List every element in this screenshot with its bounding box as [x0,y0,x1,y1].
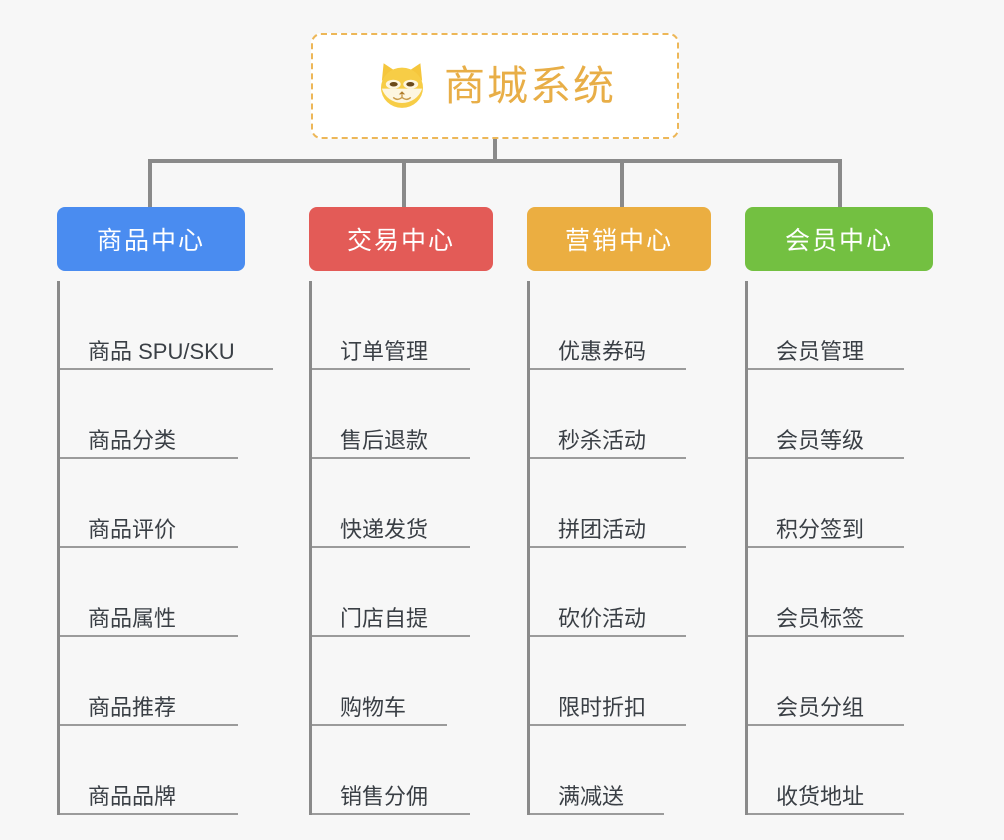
leaf-underline [530,546,686,548]
shiba-dog-icon [374,58,430,114]
category-header-member[interactable]: 会员中心 [745,207,933,271]
leaf-underline [530,457,686,459]
list-item[interactable]: 优惠券码 [530,281,711,370]
leaf-underline [312,546,470,548]
list-item[interactable]: 购物车 [312,637,493,726]
list-item[interactable]: 秒杀活动 [530,370,711,459]
list-item[interactable]: 订单管理 [312,281,493,370]
category-header-label: 商品中心 [96,227,205,255]
list-item[interactable]: 商品 SPU/SKU [60,281,273,370]
list-item[interactable]: 门店自提 [312,548,493,637]
leaf-label: 限时折扣 [558,694,647,720]
branch-list-marketing: 优惠券码 秒杀活动 拼团活动 砍价活动 限时折扣 [527,281,711,815]
list-item[interactable]: 拼团活动 [530,459,711,548]
leaf-underline [312,368,470,370]
leaf-label: 商品 SPU/SKU [88,338,235,364]
list-item[interactable]: 商品推荐 [60,637,245,726]
list-item[interactable]: 销售分佣 [312,726,493,815]
category-header-trade[interactable]: 交易中心 [309,207,493,271]
list-item[interactable]: 会员标签 [748,548,933,637]
branch-list-member: 会员管理 会员等级 积分签到 会员标签 会员分组 [745,281,933,815]
leaf-underline [312,635,470,637]
leaf-underline [60,457,238,459]
leaf-label: 砍价活动 [558,605,647,631]
leaf-underline [312,457,470,459]
leaf-label: 订单管理 [340,338,429,364]
leaf-underline [312,813,470,815]
leaf-underline [748,457,904,459]
category-header-label: 会员中心 [784,227,893,255]
leaf-underline [530,724,686,726]
leaf-underline [748,724,904,726]
list-item[interactable]: 商品分类 [60,370,245,459]
leaf-label: 商品评价 [88,516,177,542]
list-item[interactable]: 商品属性 [60,548,245,637]
list-item[interactable]: 会员管理 [748,281,933,370]
category-column-trade: 交易中心 订单管理 售后退款 快递发货 门店自提 [309,207,493,815]
connector-stem [493,139,497,162]
leaf-label: 门店自提 [340,605,429,631]
leaf-label: 销售分佣 [340,783,429,809]
connector-drop-4 [838,159,842,209]
leaf-underline [530,635,686,637]
list-item[interactable]: 快递发货 [312,459,493,548]
leaf-label: 拼团活动 [558,516,647,542]
leaf-label: 优惠券码 [558,338,647,364]
leaf-label: 商品品牌 [88,783,177,809]
leaf-label: 会员等级 [776,427,865,453]
leaf-label: 积分签到 [776,516,865,542]
leaf-label: 收货地址 [776,783,865,809]
list-item[interactable]: 商品评价 [60,459,245,548]
connector-drop-3 [620,159,624,209]
list-item[interactable]: 积分签到 [748,459,933,548]
leaf-label: 商品推荐 [88,694,177,720]
leaf-label: 商品分类 [88,427,177,453]
list-item[interactable]: 满减送 [530,726,711,815]
branch-list-product: 商品 SPU/SKU 商品分类 商品评价 商品属性 商品推荐 [57,281,273,815]
connector-drop-2 [402,159,406,209]
category-column-marketing: 营销中心 优惠券码 秒杀活动 拼团活动 砍价活动 [527,207,711,815]
list-item[interactable]: 限时折扣 [530,637,711,726]
branch-list-trade: 订单管理 售后退款 快递发货 门店自提 购物车 [309,281,493,815]
leaf-label: 售后退款 [340,427,429,453]
leaf-label: 会员标签 [776,605,865,631]
leaf-label: 购物车 [340,694,407,720]
leaf-label: 商品属性 [88,605,177,631]
root-title: 商城系统 [444,62,616,109]
list-item[interactable]: 砍价活动 [530,548,711,637]
connector-horizontal-bar [148,159,840,163]
category-header-marketing[interactable]: 营销中心 [527,207,711,271]
category-column-product: 商品中心 商品 SPU/SKU 商品分类 商品评价 商品属性 [57,207,273,815]
list-item[interactable]: 会员分组 [748,637,933,726]
leaf-underline [60,813,238,815]
root-node-card[interactable]: 商城系统 [311,33,679,139]
connector-drop-1 [148,159,152,209]
leaf-underline [530,368,686,370]
leaf-underline [60,724,238,726]
leaf-label: 快递发货 [340,516,429,542]
leaf-underline [60,368,273,370]
leaf-label: 秒杀活动 [558,427,647,453]
list-item[interactable]: 售后退款 [312,370,493,459]
leaf-label: 满减送 [558,783,625,809]
category-column-member: 会员中心 会员管理 会员等级 积分签到 会员标签 [745,207,933,815]
leaf-label: 会员管理 [776,338,865,364]
category-header-label: 营销中心 [564,227,673,255]
category-header-product[interactable]: 商品中心 [57,207,245,271]
leaf-underline [748,368,904,370]
leaf-underline [748,635,904,637]
leaf-underline [312,724,447,726]
leaf-underline [748,546,904,548]
category-header-label: 交易中心 [346,227,455,255]
leaf-underline [60,635,238,637]
list-item[interactable]: 收货地址 [748,726,933,815]
leaf-underline [60,546,238,548]
leaf-underline [748,813,904,815]
leaf-underline [530,813,664,815]
list-item[interactable]: 会员等级 [748,370,933,459]
list-item[interactable]: 商品品牌 [60,726,245,815]
leaf-label: 会员分组 [776,694,865,720]
